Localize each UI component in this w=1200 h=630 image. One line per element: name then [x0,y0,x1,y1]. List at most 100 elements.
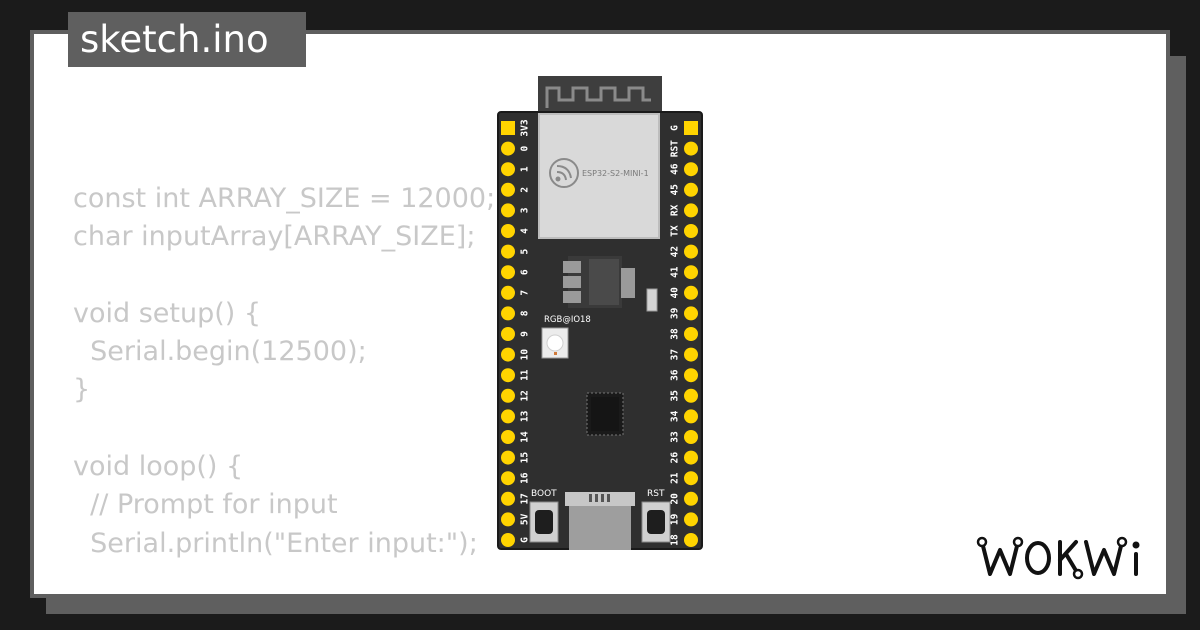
right-pin-pad[interactable] [684,141,698,156]
left-pin-pad[interactable] [501,512,515,527]
right-pin-label: 45 [670,184,681,196]
left-pin-label: 9 [520,331,531,337]
right-pin-pad[interactable] [684,368,698,383]
espressif-logo-icon [549,158,579,188]
left-pin-pad[interactable] [501,409,515,424]
right-pin-pad[interactable] [684,347,698,362]
esp32-module [538,113,660,239]
right-pin-label: 46 [670,163,681,175]
right-pin-label: 26 [670,452,681,464]
right-pin-pad[interactable] [684,306,698,321]
left-pin-label: 17 [520,493,531,504]
left-pin-pad[interactable] [501,388,515,403]
code-line: Serial.begin(12500); [73,336,367,368]
rgb-label: RGB@IO18 [544,315,591,325]
right-pin-pad[interactable] [684,224,698,238]
right-pin-label: 39 [670,307,681,319]
left-pin-pad[interactable] [501,121,515,135]
left-pin-pad[interactable] [501,265,515,280]
right-pin-pad[interactable] [684,285,698,300]
right-pin-pad[interactable] [684,491,698,506]
right-pin-label: 20 [670,493,681,505]
left-pin-pad[interactable] [501,430,515,444]
code-line [73,410,495,448]
esp32-s2-board: ESP32-S2-MINI-1 RGB@IO18 BOOT RST [497,76,703,550]
module-label: ESP32-S2-MINI-1 [582,169,649,178]
right-pin-pad[interactable] [684,409,698,424]
code-line: const int ARRAY_SIZE = 12000; [73,183,496,214]
right-pin-pad[interactable] [684,244,698,259]
code-line: char inputArray[ARRAY_SIZE]; [73,221,476,253]
left-pin-pad[interactable] [501,162,515,177]
left-pin-pad[interactable] [501,306,515,321]
left-pin-label: 2 [520,187,531,193]
right-pin-label: 38 [670,328,681,340]
voltage-regulator [563,256,635,308]
left-pin-pad[interactable] [501,347,515,362]
reset-button[interactable] [641,501,671,543]
right-pin-pad[interactable] [684,533,698,547]
right-pin-label: 41 [670,266,681,278]
code-line: void loop() { [73,451,244,483]
left-pin-label: 11 [520,369,531,381]
code-line: // Prompt for input [73,489,338,521]
right-pin-pad[interactable] [684,121,698,135]
right-pin-label: TX [670,225,681,237]
right-pin-pad[interactable] [684,471,698,486]
brand-name: WOKWi [976,580,980,582]
code-line [73,257,495,295]
right-pin-pad[interactable] [684,512,698,527]
code-line: void setup() { [73,297,262,329]
right-pin-pad[interactable] [684,265,698,280]
left-pin-label: 6 [520,269,531,275]
antenna-trace [545,86,651,108]
left-pin-label: 4 [520,228,531,234]
rst-label: RST [647,489,665,499]
left-pin-pad[interactable] [501,533,515,547]
code-line: } [73,374,91,406]
wokwi-logo: WOKWi [976,536,1140,582]
left-pin-label: G [520,537,531,543]
left-pin-label: 16 [520,472,531,484]
right-pin-pad[interactable] [684,430,698,444]
left-pin-label: 13 [520,410,531,422]
right-pin-pad[interactable] [684,162,698,177]
left-pin-pad[interactable] [501,491,515,506]
right-pin-pad[interactable] [684,388,698,403]
left-pin-label: 7 [520,290,531,296]
right-pin-pad[interactable] [684,203,698,218]
right-pin-label: RST [670,140,681,157]
file-title: sketch.ino [68,12,306,67]
left-pin-label: 3V3 [520,119,531,136]
usb-chip [586,392,624,436]
boot-button[interactable] [529,501,559,543]
left-pin-label: 5V [520,513,531,525]
right-pin-pad[interactable] [684,327,698,341]
right-pin-label: 33 [670,431,681,443]
right-pin-label: 35 [670,390,681,402]
left-pin-pad[interactable] [501,244,515,259]
right-pin-label: 34 [670,410,681,422]
left-pin-label: 15 [520,452,531,464]
left-pin-label: 1 [520,166,531,172]
left-pin-pad[interactable] [501,285,515,300]
left-pin-label: 14 [520,431,531,443]
right-pin-label: G [670,125,681,131]
left-pin-pad[interactable] [501,450,515,465]
left-pin-pad[interactable] [501,182,515,197]
code-preview: const int ARRAY_SIZE = 12000; char inputA… [73,180,495,563]
right-pin-label: 21 [670,472,681,484]
left-pin-pad[interactable] [501,203,515,218]
right-pin-pad[interactable] [684,182,698,197]
right-pin-label: 36 [670,369,681,381]
left-pin-pad[interactable] [501,368,515,383]
left-pin-pad[interactable] [501,141,515,156]
left-pin-pad[interactable] [501,327,515,341]
right-pin-label: 18 [670,534,681,546]
right-pin-pad[interactable] [684,450,698,465]
left-pin-pad[interactable] [501,471,515,486]
right-pin-label: 40 [670,287,681,299]
left-pin-pad[interactable] [501,224,515,238]
left-pin-label: 8 [520,310,531,316]
right-pin-label: RX [670,204,681,216]
